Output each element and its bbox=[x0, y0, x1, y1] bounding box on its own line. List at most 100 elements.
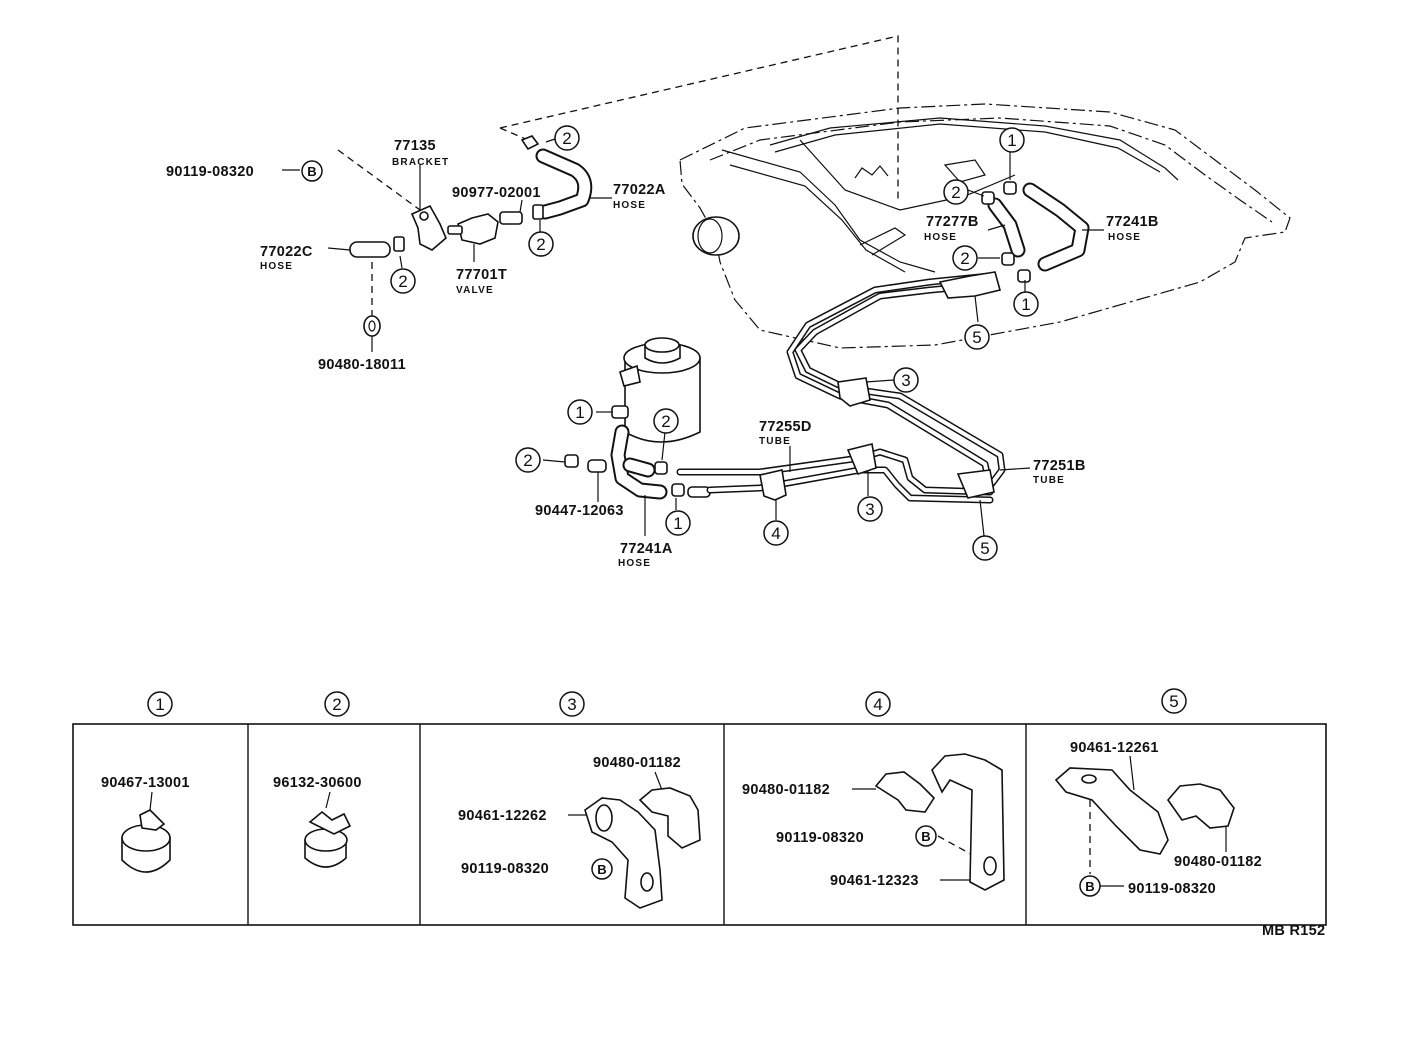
callout-circles: 2 2 2 1 2 2 1 5 3 1 2 2 1 4 3 5 bbox=[390, 125, 1039, 561]
svg-text:2: 2 bbox=[661, 412, 670, 431]
callout-1-b: 1 bbox=[1013, 291, 1039, 317]
detail-3-part-b: 90461-12262 bbox=[458, 808, 547, 824]
svg-text:B: B bbox=[1085, 879, 1094, 894]
upper-right-hoses bbox=[981, 181, 1090, 283]
detail-header-3: 3 bbox=[559, 691, 585, 717]
callout-2-b: 2 bbox=[528, 231, 554, 257]
detail-3-part-c: 90119-08320 bbox=[461, 861, 549, 877]
svg-text:2: 2 bbox=[951, 183, 960, 202]
label-77022C-name: HOSE bbox=[260, 261, 293, 272]
label-77241B-number: 77241B bbox=[1106, 214, 1159, 230]
detail-4-part-a: 90480-01182 bbox=[742, 782, 830, 798]
callout-3-b: 3 bbox=[857, 496, 883, 522]
svg-text:5: 5 bbox=[1169, 692, 1178, 711]
label-77241A-number: 77241A bbox=[620, 541, 673, 557]
label-77022A-number: 77022A bbox=[613, 182, 666, 198]
leader-lines bbox=[282, 138, 1104, 537]
svg-text:B: B bbox=[307, 164, 316, 179]
fuel-tank bbox=[679, 103, 1291, 349]
detail-table: 1 2 3 4 5 90467-13001 96132-30600 90480-… bbox=[72, 688, 1327, 926]
wire-clip-drawing bbox=[304, 810, 352, 868]
detail-4-part-c: 90461-12323 bbox=[830, 873, 919, 889]
upper-labels: 77135 BRACKET 90119-08320 B 77022A HOSE … bbox=[166, 138, 1159, 569]
clamp-5-drawing bbox=[1054, 767, 1235, 855]
svg-text:1: 1 bbox=[1007, 131, 1016, 150]
svg-text:5: 5 bbox=[980, 539, 989, 558]
callout-5-b: 5 bbox=[972, 535, 998, 561]
detail-1-part: 90467-13001 bbox=[101, 775, 190, 791]
callout-2-a: 2 bbox=[554, 125, 580, 151]
lower-hoses bbox=[564, 405, 711, 500]
detail-header-4: 4 bbox=[865, 691, 891, 717]
svg-text:2: 2 bbox=[536, 235, 545, 254]
svg-text:2: 2 bbox=[332, 695, 341, 714]
detail-2-part: 96132-30600 bbox=[273, 775, 362, 791]
label-77135-number: 77135 bbox=[394, 138, 436, 154]
label-90447: 90447-12063 bbox=[535, 503, 624, 519]
label-77255D-name: TUBE bbox=[759, 436, 791, 447]
ref-b-3: B bbox=[591, 858, 613, 880]
label-77022A-name: HOSE bbox=[613, 200, 646, 211]
label-90119-top: 90119-08320 bbox=[166, 164, 254, 180]
fuel-tubes bbox=[676, 271, 1006, 504]
label-77135-name: BRACKET bbox=[392, 157, 449, 168]
svg-text:2: 2 bbox=[398, 272, 407, 291]
diagram-code: MB R152 bbox=[1262, 923, 1325, 939]
callout-2-d: 2 bbox=[943, 179, 969, 205]
svg-text:B: B bbox=[597, 862, 606, 877]
detail-header-2: 2 bbox=[324, 691, 350, 717]
svg-text:1: 1 bbox=[673, 514, 682, 533]
clamp-4-drawing bbox=[874, 753, 1005, 891]
callout-2-g: 2 bbox=[515, 447, 541, 473]
svg-text:2: 2 bbox=[562, 129, 571, 148]
callout-3-a: 3 bbox=[893, 367, 919, 393]
callout-1-c: 1 bbox=[567, 399, 593, 425]
label-77277B-number: 77277B bbox=[926, 214, 979, 230]
callout-1-d: 1 bbox=[665, 510, 691, 536]
callout-5-a: 5 bbox=[964, 324, 990, 350]
detail-4-part-b: 90119-08320 bbox=[776, 830, 864, 846]
ref-b-4: B bbox=[915, 825, 937, 847]
label-77022C-number: 77022C bbox=[260, 244, 313, 260]
charcoal-canister bbox=[619, 337, 701, 443]
svg-text:2: 2 bbox=[523, 451, 532, 470]
svg-text:1: 1 bbox=[575, 403, 584, 422]
callout-2-e: 2 bbox=[952, 245, 978, 271]
svg-text:5: 5 bbox=[972, 328, 981, 347]
svg-text:3: 3 bbox=[901, 371, 910, 390]
svg-text:3: 3 bbox=[865, 500, 874, 519]
label-77241A-name: HOSE bbox=[618, 558, 651, 569]
svg-text:1: 1 bbox=[1021, 295, 1030, 314]
ref-b-top: B bbox=[301, 160, 323, 182]
clamp-3-drawing bbox=[584, 787, 701, 909]
detail-5-part-c: 90119-08320 bbox=[1128, 881, 1216, 897]
callout-2-c: 2 bbox=[390, 268, 416, 294]
label-90977: 90977-02001 bbox=[452, 185, 541, 201]
svg-text:1: 1 bbox=[155, 695, 164, 714]
label-77241B-name: HOSE bbox=[1108, 232, 1141, 243]
upper-left-assembly bbox=[349, 135, 593, 337]
label-90480-18011: 90480-18011 bbox=[318, 357, 406, 373]
callout-2-f: 2 bbox=[653, 408, 679, 434]
svg-text:4: 4 bbox=[873, 695, 882, 714]
svg-text:2: 2 bbox=[960, 249, 969, 268]
callout-4-a: 4 bbox=[763, 520, 789, 546]
detail-header-5: 5 bbox=[1161, 688, 1187, 714]
svg-text:3: 3 bbox=[567, 695, 576, 714]
label-77701T-number: 77701T bbox=[456, 267, 507, 283]
ref-b-5: B bbox=[1079, 875, 1101, 897]
detail-header-1: 1 bbox=[147, 691, 173, 717]
detail-3-part-a: 90480-01182 bbox=[593, 755, 681, 771]
label-77251B-name: TUBE bbox=[1033, 475, 1065, 486]
hose-clamp-drawing bbox=[121, 809, 171, 873]
detail-5-part-a: 90461-12261 bbox=[1070, 740, 1159, 756]
detail-5-part-b: 90480-01182 bbox=[1174, 854, 1262, 870]
label-77255D-number: 77255D bbox=[759, 419, 812, 435]
callout-1-a: 1 bbox=[999, 127, 1025, 153]
dashed-leaders bbox=[337, 35, 899, 318]
label-77277B-name: HOSE bbox=[924, 232, 957, 243]
svg-text:B: B bbox=[921, 829, 930, 844]
label-77251B-number: 77251B bbox=[1033, 458, 1086, 474]
